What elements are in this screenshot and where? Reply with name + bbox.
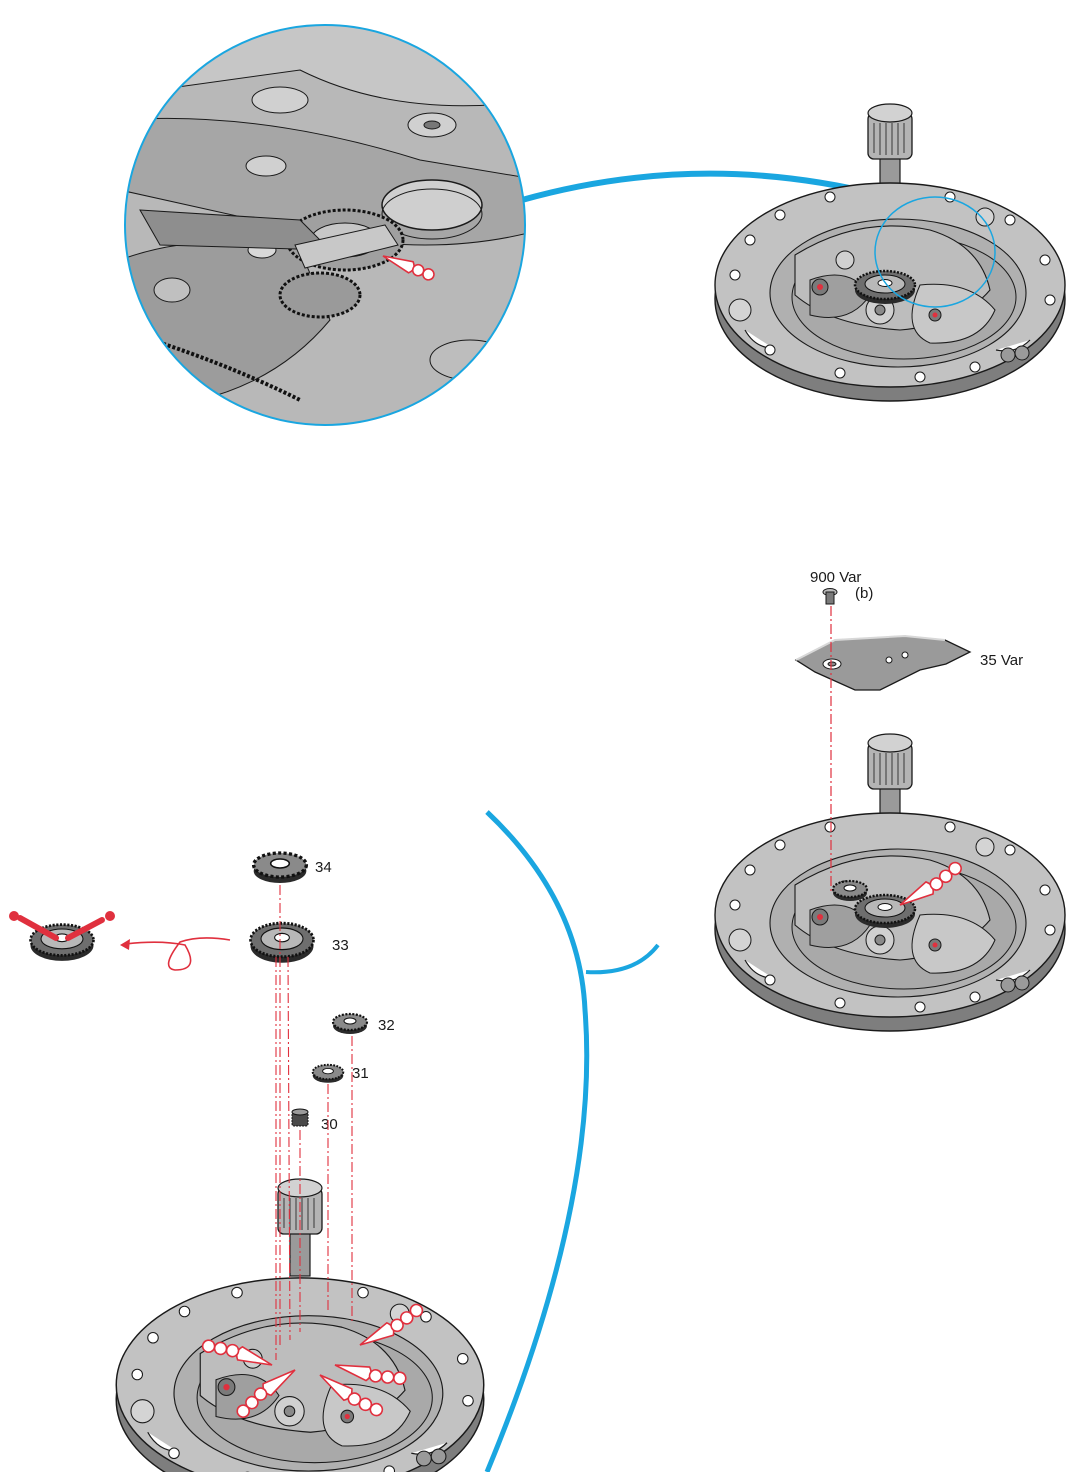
group-bracket-hook: [585, 943, 660, 975]
part-label-900-var: 900 Var: [810, 569, 861, 586]
part-label-32: 32: [378, 1017, 395, 1034]
part-label-35-var: 35 Var: [980, 652, 1023, 669]
wheel-33-oiling-detail: [9, 911, 115, 963]
wheel-33: [248, 921, 316, 965]
screw-900-var: [822, 588, 838, 605]
zoom-magnifier-detail: [124, 24, 526, 426]
pinion-30: [291, 1108, 309, 1127]
part-label-900-sub: (b): [855, 585, 873, 602]
movement-top-right: [714, 103, 1066, 402]
part-label-34: 34: [315, 859, 332, 876]
part-label-31: 31: [352, 1065, 369, 1082]
rotate-arrow-icon: [120, 937, 231, 971]
wheel-32: [331, 1012, 369, 1036]
wheel-34: [251, 851, 309, 885]
alignment-lines-wheels: [275, 885, 353, 1360]
part-label-33: 33: [332, 937, 349, 954]
wheel-31: [311, 1063, 345, 1084]
movement-middle-right: [714, 733, 1066, 1032]
group-bracket: [484, 810, 590, 1472]
part-label-30: 30: [321, 1116, 338, 1133]
zoom-connector-line: [521, 170, 881, 203]
bridge-35-var: [794, 634, 972, 691]
